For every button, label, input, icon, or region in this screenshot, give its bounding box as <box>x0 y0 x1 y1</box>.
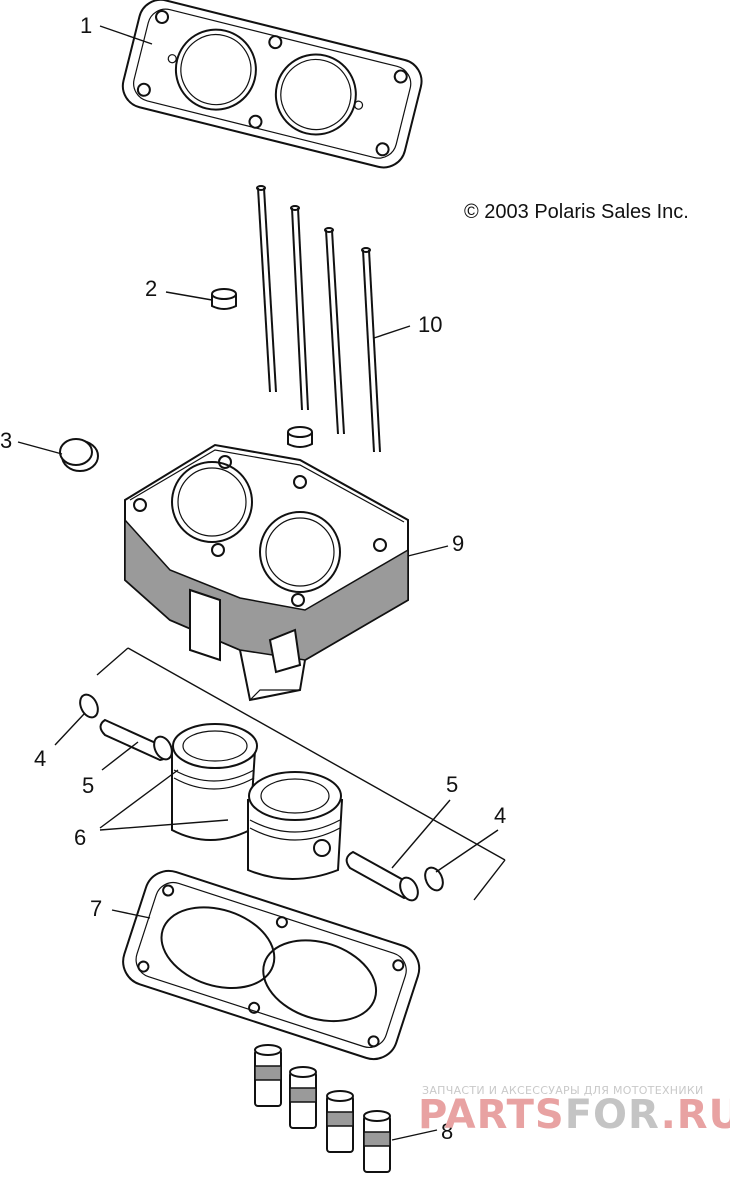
cylinder-studs-part-10 <box>256 185 381 453</box>
watermark-brand-for: FOR <box>565 1092 661 1138</box>
circlip-part-4 <box>79 693 444 892</box>
pistons-part-6 <box>171 723 344 880</box>
head-gasket-part-1 <box>121 0 423 169</box>
callout-4-right: 4 <box>494 803 506 828</box>
callout-4-left: 4 <box>34 746 46 771</box>
callout-1: 1 <box>80 13 92 38</box>
watermark-logo: ЗАПЧАСТИ И АКСЕССУАРЫ ДЛЯ МОТОТЕХНИКИ PA… <box>418 1084 730 1138</box>
callout-7: 7 <box>90 896 102 921</box>
callout-labels: 1 2 3 4 4 5 5 6 7 8 9 10 <box>0 13 506 1144</box>
wrist-pin-part-5 <box>99 718 419 902</box>
callout-3: 3 <box>0 428 12 453</box>
callout-10: 10 <box>418 312 442 337</box>
callout-6: 6 <box>74 825 86 850</box>
watermark-brand-parts: PARTS <box>418 1092 565 1138</box>
callout-2: 2 <box>145 276 157 301</box>
callout-8: 8 <box>441 1119 453 1144</box>
dowel-part-2 <box>211 288 313 448</box>
cylinder-part-9 <box>124 443 409 702</box>
plug-part-3 <box>59 438 99 472</box>
callout-5-right: 5 <box>446 772 458 797</box>
base-gasket-part-7 <box>122 869 421 1061</box>
callout-5-left: 5 <box>82 773 94 798</box>
watermark-brand-ru: .RU <box>661 1092 730 1138</box>
callout-9: 9 <box>452 531 464 556</box>
assembly-bracket-lines <box>96 647 506 901</box>
copyright-notice: © 2003 Polaris Sales Inc. <box>464 201 689 223</box>
dowel-sleeves-part-8 <box>254 1044 391 1173</box>
svg-text:PARTSFOR.RU: PARTSFOR.RU <box>418 1092 730 1138</box>
leader-lines <box>17 25 499 1141</box>
watermark-tagline: ЗАПЧАСТИ И АКСЕССУАРЫ ДЛЯ МОТОТЕХНИКИ <box>422 1084 704 1097</box>
